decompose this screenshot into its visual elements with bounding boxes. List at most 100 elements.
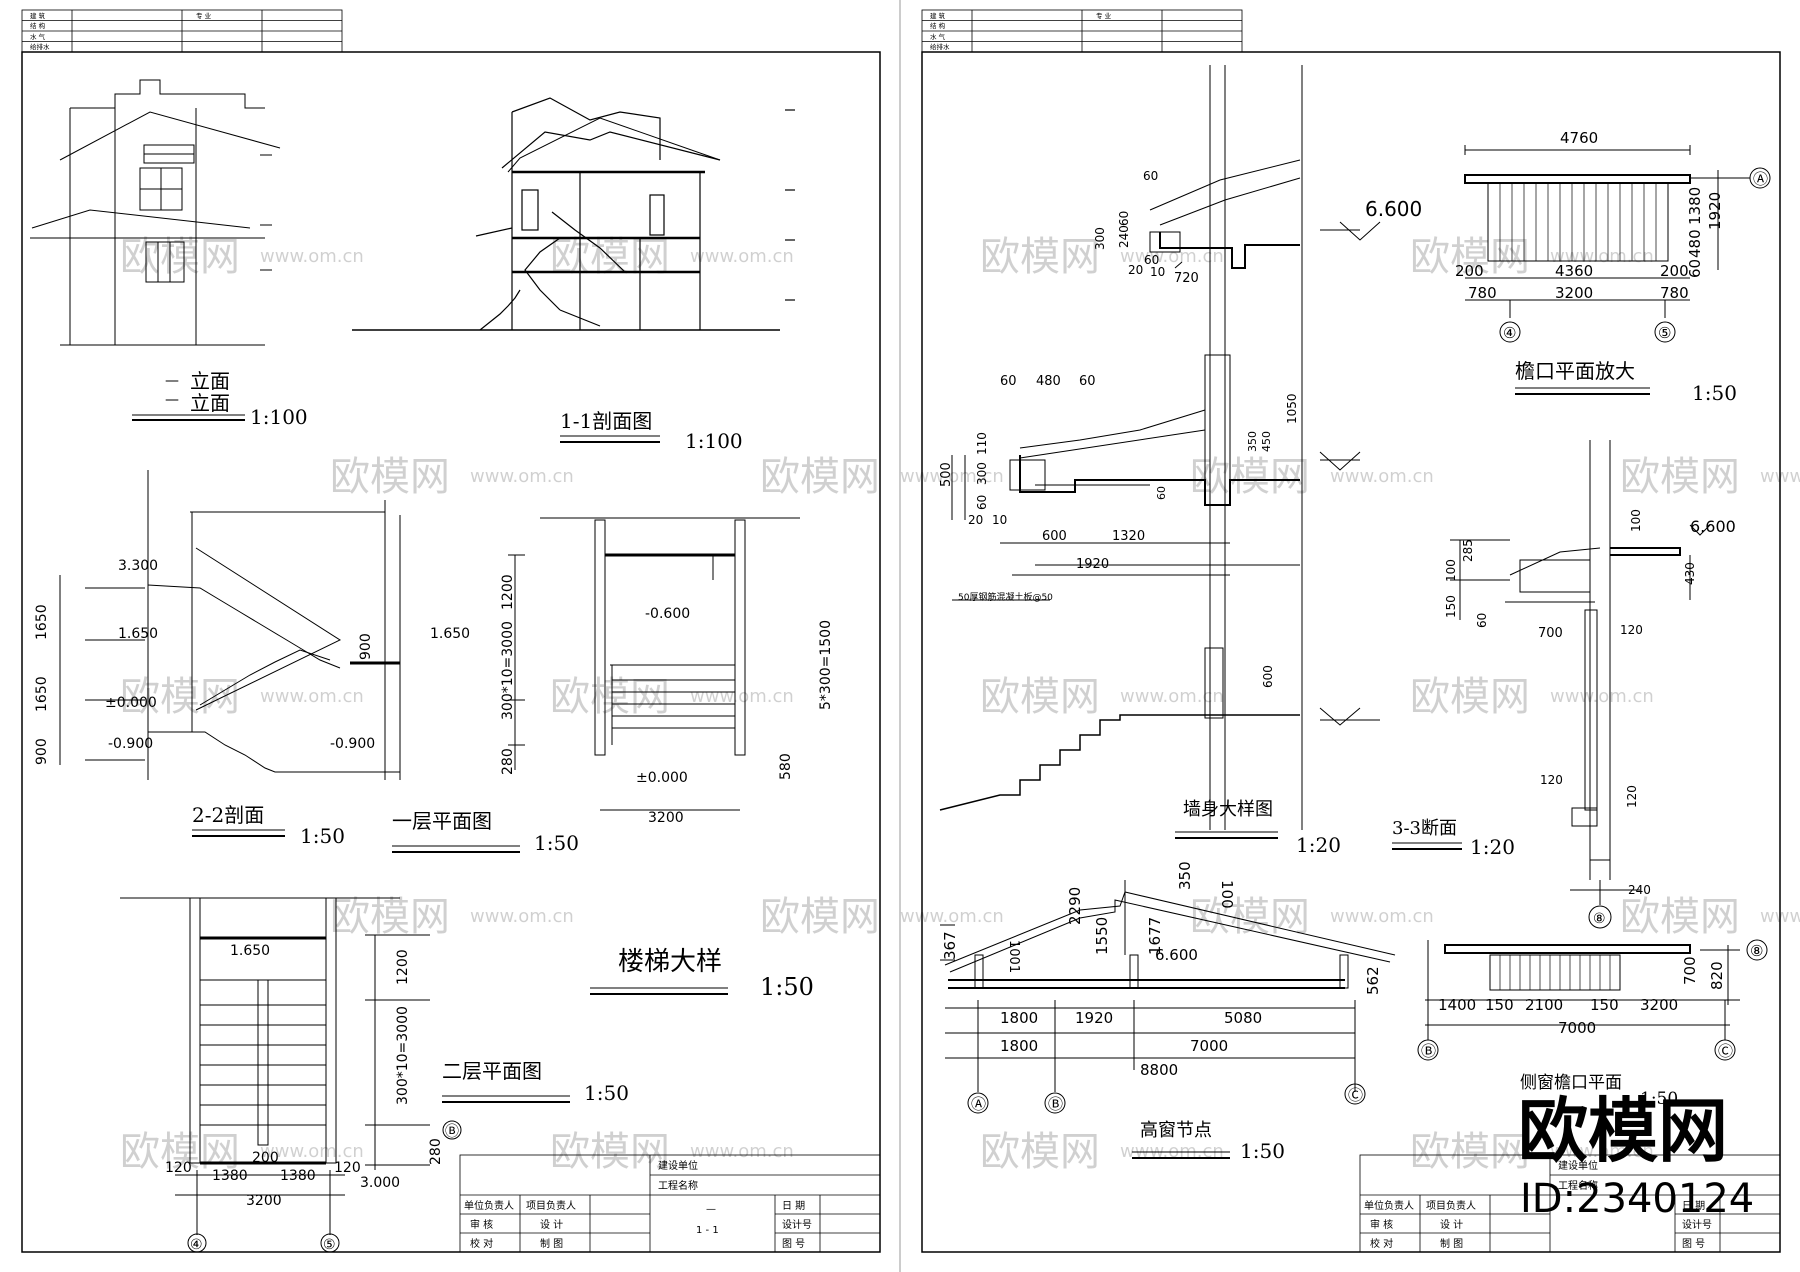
right-header-row-3: 水 气	[930, 32, 946, 41]
sidewin-dim-8: 820	[1708, 961, 1726, 990]
watermark-site-tile: www.om.cn	[1120, 246, 1224, 267]
wall-note: 50厚钢筋混凝土板@50	[958, 591, 1053, 603]
watermark-brand-tile: 欧模网	[330, 894, 450, 940]
sec33-level: 6.600	[1690, 517, 1736, 536]
ltb-c2-1: 项目负责人	[526, 1199, 576, 1212]
watermark-site-tile: www.om.cn	[470, 466, 574, 487]
plan2-bdim-5: 120	[334, 1160, 361, 1176]
plan1-level-a: -0.600	[645, 606, 690, 622]
left-header-row-4: 给排水	[30, 42, 50, 51]
sidewin-grid-8: ⑧	[1750, 942, 1763, 960]
highwin-dim-12: 1800	[1000, 1037, 1038, 1055]
sidewin-grid-B: Ⓑ	[1421, 1042, 1436, 1060]
watermark-site-tile: www.om.cn	[1330, 906, 1434, 927]
left-header-col2: 专 业	[196, 11, 212, 20]
eave-dim-9: 1920	[1706, 192, 1724, 230]
highwin-dim-13: 7000	[1190, 1037, 1228, 1055]
highwin-dim-9: 1800	[1000, 1009, 1038, 1027]
sec33-dim-2: 285	[1461, 539, 1475, 562]
plan1-level-b: ±0.000	[636, 770, 688, 786]
watermark-site-tile: www.om.cn	[690, 1141, 794, 1162]
grid-label-4: ④	[190, 1237, 203, 1253]
wall-dim-mid-2: 480	[1036, 374, 1061, 389]
high-window-drawing	[940, 880, 1396, 1114]
left-sheet: 建 筑 结 构 水 气 给排水 专 业 立面 立面 1:100 ——	[21, 9, 881, 1253]
highwin-title: 高窗节点	[1140, 1120, 1212, 1141]
ltb-c1-1: 单位负责人	[464, 1199, 514, 1212]
sec22-level-5: 1.650	[430, 626, 470, 642]
plan1-dim-2: 300*10=3000	[500, 621, 516, 720]
highwin-dim-6: 1550	[1093, 917, 1111, 955]
elevation-scale: 1:100	[250, 405, 308, 429]
sidewin-grid-C: Ⓒ	[1718, 1042, 1733, 1060]
watermark-brand-tile: 欧模网	[120, 1129, 240, 1175]
sidewin-dim-7: 700	[1681, 956, 1699, 985]
watermark-brand-tile: 欧模网	[980, 1129, 1100, 1175]
ltb-mid: 1 - 1	[696, 1225, 719, 1236]
highwin-dim-1: 367	[941, 931, 959, 960]
plan1-title: 一层平面图	[392, 809, 492, 833]
plan2-scale: 1:50	[584, 1081, 629, 1105]
grid-label-5: ⑤	[323, 1237, 336, 1253]
sec22-level-6: -0.900	[330, 736, 375, 752]
ltb-r1: 建设单位	[658, 1159, 698, 1172]
highwin-dim-8: 562	[1364, 966, 1382, 995]
rtb-c4-3: 图 号	[1682, 1238, 1705, 1250]
wall-dim-mid-7: 60	[975, 495, 989, 510]
wall-dim-mid-15: 450	[1260, 431, 1273, 452]
ltb-c4-1: 日 期	[782, 1200, 805, 1212]
watermark-site-tile: www.om.cn	[470, 906, 574, 927]
stair-title: 楼梯大样	[618, 947, 722, 977]
highwin-level: 6.600	[1155, 946, 1198, 964]
sidewin-dim-4: 150	[1590, 996, 1619, 1014]
watermark-layer: 欧模网 www.om.cn 欧模网 www.om.cn 欧模网 www.om.cn 欧模网 w…	[120, 234, 1800, 1175]
sec33-dim-7: 700	[1538, 626, 1563, 641]
eave-dim-4: 200	[1660, 262, 1689, 280]
wall-dim-mid-11: 1320	[1112, 529, 1145, 544]
watermark-site-tile: www.om.cn	[1550, 246, 1654, 267]
wall-dim-mid-13: 1050	[1285, 393, 1299, 424]
wall-dim-mid-16: 60	[1155, 486, 1168, 500]
eave-dim-10: 480	[1686, 229, 1704, 258]
ltb-mid-top: —	[706, 1204, 716, 1215]
wall-dim-top-5: 20	[1128, 263, 1143, 277]
watermark-brand-large: 欧模网	[1518, 1090, 1728, 1172]
ltb-r2: 工程名称	[658, 1179, 698, 1192]
plan2-dim-1: 1200	[395, 949, 411, 985]
plan2-title: 二层平面图	[442, 1059, 542, 1083]
sec33-dim-6: 60	[1475, 613, 1489, 628]
plan1-dim-4: 5*300=1500	[818, 620, 834, 710]
elevation-title-1: 立面	[190, 369, 230, 393]
plan1-dim-3: 280	[500, 748, 516, 775]
watermark-site-tile: www.om.cn	[690, 686, 794, 707]
watermark-brand-tile: 欧模网	[550, 674, 670, 720]
eave-dim-7: 780	[1660, 284, 1689, 302]
wall-dim-top-3: 60	[1117, 211, 1131, 226]
sec22-level-3: ±0.000	[105, 695, 157, 711]
svg-text:—: —	[165, 373, 179, 389]
sec33-dim-5: 430	[1683, 562, 1697, 585]
eave-dim-5: 780	[1468, 284, 1497, 302]
watermark-brand-tile: 欧模网	[1190, 894, 1310, 940]
sec22-title: 2-2剖面	[192, 803, 264, 827]
wall-dim-top-4: 240	[1117, 225, 1131, 248]
right-sheet: 建 筑 结 构 水 气 给排水 专 业	[921, 9, 1781, 1253]
plan2-bdim-1: 200	[252, 1150, 279, 1166]
section-2-2-drawing	[59, 470, 401, 780]
sec33-grid: ⑧	[1593, 911, 1606, 927]
rtb-c1-2: 审 核	[1370, 1218, 1393, 1231]
sec33-dim-9: 120	[1540, 773, 1563, 787]
watermark-site-tile: www.om.cn	[690, 246, 794, 267]
watermark-site-tile: www.om.cn	[260, 686, 364, 707]
wall-dim-mid-9: 10	[992, 513, 1007, 527]
wall-dim-mid-5: 110	[975, 432, 989, 455]
plan1-dim-1: 1200	[500, 574, 516, 610]
section-3-3-drawing	[1450, 440, 1711, 929]
ltb-c4-2: 设计号	[782, 1218, 812, 1231]
wall-dim-top-2: 300	[1093, 227, 1107, 250]
sidewin-dim-6: 7000	[1558, 1019, 1596, 1037]
watermark-site-tile: www.om.cn	[1120, 686, 1224, 707]
sec33-dim-3: 100	[1444, 559, 1458, 582]
wall-dim-mid-1: 60	[1000, 374, 1017, 389]
left-title-block	[459, 1154, 881, 1253]
